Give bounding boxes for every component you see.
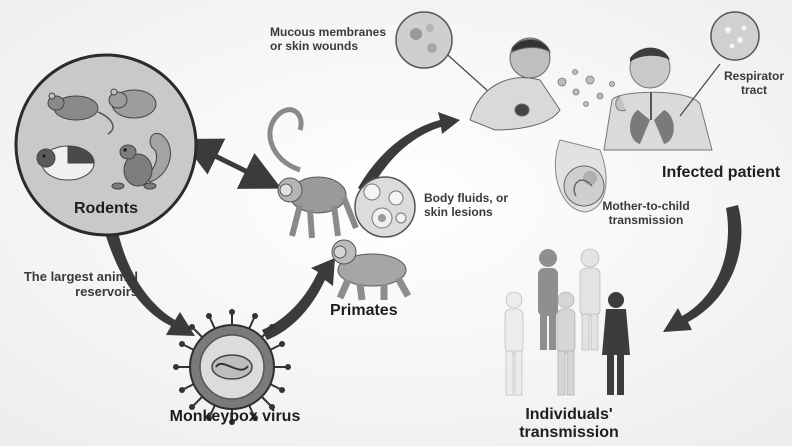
label-body-fluids: Body fluids, or skin lesions (424, 192, 524, 220)
label-monkeypox-virus: Monkeypox virus (150, 408, 320, 426)
label-primates: Primates (330, 302, 420, 320)
label-respirator-tract: Respirator tract (722, 70, 786, 98)
label-largest-reservoirs: The largest animal reservoirs (8, 270, 138, 300)
label-mucous-membranes: Mucous membranes or skin wounds (270, 26, 395, 54)
label-rodents: Rodents (66, 200, 146, 218)
body-fluid-cells-icon (355, 177, 415, 237)
label-infected-patient: Infected patient (662, 164, 790, 182)
label-individuals-transmission: Individuals' transmission (506, 406, 632, 443)
label-mother-to-child: Mother-to-child transmission (594, 200, 698, 228)
